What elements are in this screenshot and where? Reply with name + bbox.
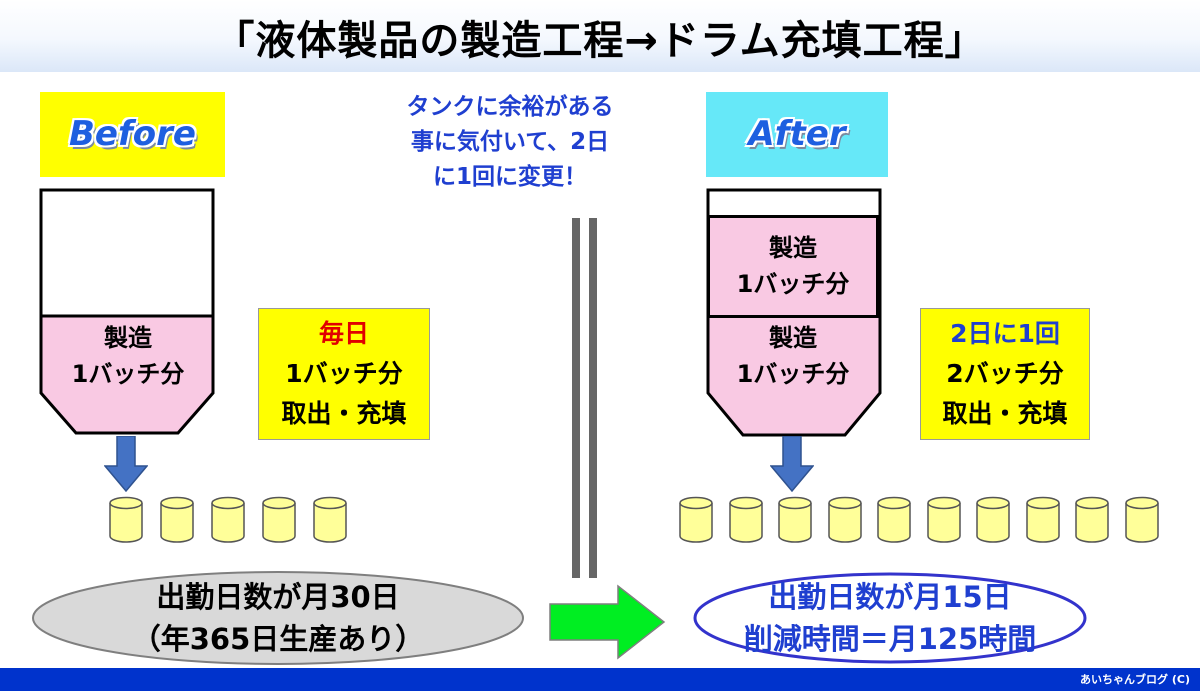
- after-drum-5: [877, 496, 911, 543]
- after-drum-8: [1025, 496, 1060, 543]
- green-right-arrow: [549, 584, 666, 660]
- after-ellipse-line-2: 削減時間＝月125時間: [743, 622, 1037, 656]
- after-drum-6: [926, 496, 961, 543]
- before-schedule-box: 毎日 1バッチ分 取出・充填: [258, 308, 430, 440]
- before-schedule-line-3: 取出・充填: [281, 399, 407, 428]
- after-drum-2: [728, 496, 763, 543]
- before-drum-3: [211, 496, 245, 543]
- divider-line-right: [589, 218, 597, 578]
- before-tank-line-2: 1バッチ分: [71, 360, 185, 388]
- after-drum-7: [976, 496, 1010, 543]
- before-tank: [39, 188, 215, 435]
- after-schedule-line-2: 2バッチ分: [946, 359, 1064, 388]
- change-note-line-1: タンクに余裕がある: [406, 94, 614, 120]
- before-drum-5: [313, 496, 347, 543]
- before-ellipse: [32, 571, 524, 665]
- after-tank-upper-label: 製造 1バッチ分: [707, 230, 879, 302]
- before-ellipse-text: 出勤日数が月30日 （年365日生産あり）: [28, 576, 528, 660]
- after-ellipse-line-1: 出勤日数が月15日: [768, 580, 1012, 614]
- after-label: After: [706, 92, 888, 177]
- after-drum-4: [827, 496, 862, 543]
- before-drum-4: [262, 496, 296, 543]
- after-ellipse: [693, 572, 1087, 664]
- before-ellipse-line-1: 出勤日数が月30日: [156, 580, 400, 614]
- after-tank-lower-line-2: 1バッチ分: [736, 360, 850, 388]
- before-tank-label: 製造 1バッチ分: [40, 320, 216, 392]
- after-schedule-line-1: 2日に1回: [950, 319, 1060, 348]
- after-drum-3: [778, 496, 812, 543]
- after-tank-lower-label: 製造 1バッチ分: [707, 320, 879, 392]
- footer-bar: [0, 668, 1200, 691]
- after-schedule-line-3: 取出・充填: [942, 399, 1068, 428]
- after-schedule-box: 2日に1回 2バッチ分 取出・充填: [920, 308, 1090, 440]
- before-drum-1: [109, 496, 143, 543]
- page-title: 「液体製品の製造工程→ドラム充填工程」: [214, 18, 986, 64]
- before-ellipse-line-2: （年365日生産あり）: [131, 622, 425, 656]
- after-tank-lower-line-1: 製造: [769, 324, 817, 352]
- before-tank-line-1: 製造: [104, 324, 152, 352]
- change-note: タンクに余裕がある 事に気付いて、2日 に1回に変更！: [370, 90, 650, 195]
- change-note-line-3: に1回に変更！: [432, 164, 587, 190]
- after-tank-upper-batch: [707, 215, 879, 318]
- after-drum-9: [1075, 496, 1109, 543]
- after-down-arrow: [770, 436, 814, 492]
- before-drum-2: [160, 496, 194, 543]
- before-schedule-line-1: 毎日: [318, 319, 369, 348]
- title-bar: [0, 0, 1200, 72]
- after-tank-upper-line-1: 製造: [769, 234, 817, 262]
- before-schedule-line-2: 1バッチ分: [285, 359, 403, 388]
- before-label: Before: [40, 92, 225, 177]
- after-tank-upper-line-2: 1バッチ分: [736, 270, 850, 298]
- after-drum-1: [679, 496, 713, 543]
- footer-credit: あいちゃんブログ (C): [1080, 673, 1190, 686]
- before-down-arrow: [104, 436, 148, 492]
- change-note-line-2: 事に気付いて、2日: [410, 129, 610, 155]
- after-ellipse-text: 出勤日数が月15日 削減時間＝月125時間: [690, 576, 1090, 660]
- divider-line-left: [572, 218, 580, 578]
- after-drum-10: [1124, 496, 1159, 543]
